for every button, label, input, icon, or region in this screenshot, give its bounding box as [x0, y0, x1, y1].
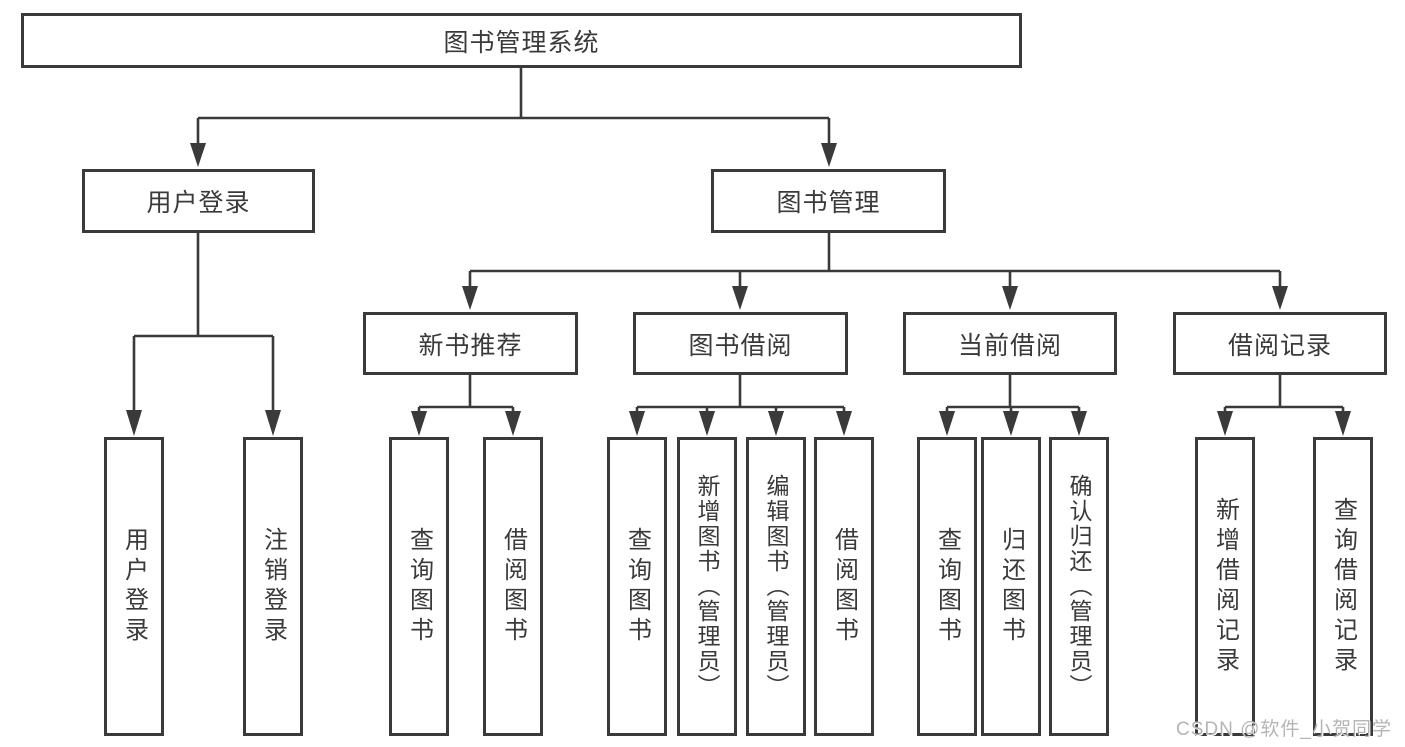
arrowhead: [768, 411, 784, 436]
leaf-borrow-add-books-admin: 新增图书（管理员）: [677, 437, 737, 736]
node-new-book-recommend: 新书推荐: [363, 312, 578, 375]
leaf-recommend-query-books: 查询图书: [389, 437, 449, 736]
arrowhead: [1335, 411, 1351, 436]
connector-lines: [132, 68, 1345, 414]
node-current-borrow: 当前借阅: [903, 312, 1117, 375]
node-book-management: 图书管理: [711, 169, 946, 233]
leaf-borrow-edit-books-admin: 编辑图书（管理员）: [746, 437, 806, 736]
leaf-current-confirm-return-admin: 确认归还（管理员）: [1049, 437, 1109, 736]
csdn-watermark: CSDN @软件_小贺同学: [1176, 719, 1392, 740]
node-root-library-system: 图书管理系统: [21, 13, 1022, 68]
leaf-logout: 注销登录: [243, 437, 303, 736]
arrowheads: [126, 143, 1351, 436]
arrowhead: [462, 286, 478, 310]
arrowhead: [126, 410, 142, 436]
arrowhead: [821, 143, 837, 167]
arrowhead: [1071, 411, 1087, 436]
leaf-borrow-borrow-books: 借阅图书: [814, 437, 874, 736]
arrowhead: [732, 286, 748, 310]
arrowhead: [1272, 286, 1288, 310]
leaf-records-query-record: 查询借阅记录: [1313, 437, 1373, 736]
arrowhead: [939, 411, 955, 436]
arrowhead: [699, 411, 715, 436]
arrowhead: [190, 143, 206, 167]
node-book-borrow: 图书借阅: [633, 312, 848, 375]
node-borrow-records: 借阅记录: [1173, 312, 1387, 375]
arrowhead: [265, 410, 281, 436]
leaf-recommend-borrow-books: 借阅图书: [483, 437, 543, 736]
leaf-records-add-record: 新增借阅记录: [1195, 437, 1255, 736]
arrowhead: [505, 411, 521, 436]
arrowhead: [836, 411, 852, 436]
leaf-current-return-books: 归还图书: [981, 437, 1041, 736]
leaf-user-login: 用户登录: [104, 437, 164, 736]
leaf-current-query-books: 查询图书: [917, 437, 977, 736]
arrowhead: [1003, 411, 1019, 436]
arrowhead: [1217, 411, 1233, 436]
leaf-borrow-query-books: 查询图书: [607, 437, 667, 736]
node-user-login: 用户登录: [82, 169, 315, 233]
arrowhead: [411, 411, 427, 436]
arrowhead: [629, 411, 645, 436]
arrowhead: [1002, 286, 1018, 310]
